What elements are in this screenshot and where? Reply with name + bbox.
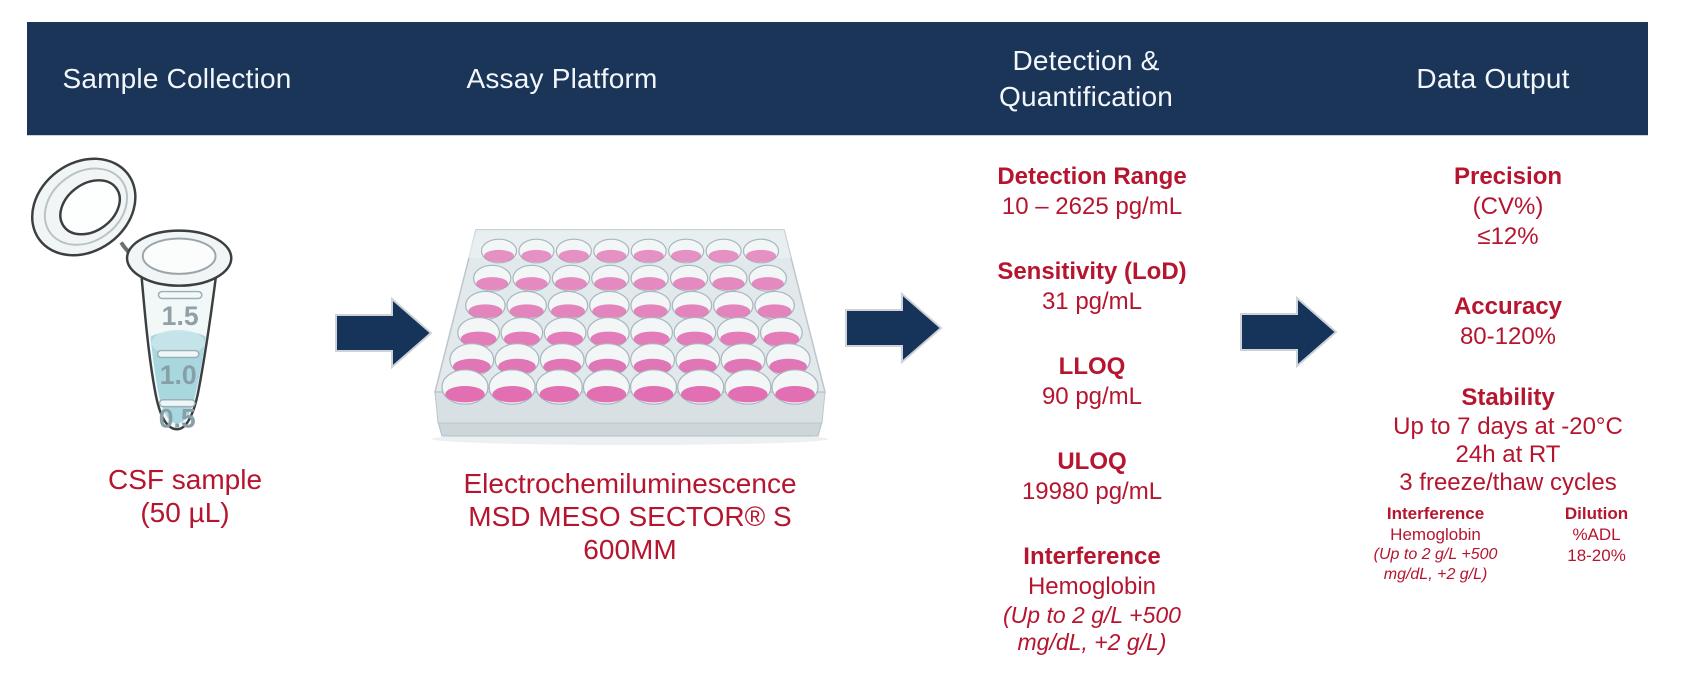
header-detection-quantification: Detection & Quantification	[998, 44, 1173, 112]
stat-label: LLOQ	[1058, 353, 1126, 380]
stat-label: Sensitivity (LoD)	[997, 258, 1187, 285]
stat-label: Interference	[1386, 504, 1485, 523]
platform-caption: Electrochemiluminescence MSD MESO SECTOR…	[463, 467, 796, 566]
arrow-3-icon	[1240, 296, 1338, 368]
stat-value: 3 freeze/thaw cycles	[1399, 469, 1617, 496]
arrow-2-icon	[845, 292, 943, 364]
header-sample-collection: Sample Collection	[62, 62, 292, 94]
tube-cap-icon	[30, 157, 137, 257]
stat-note-line1: (Up to 2 g/L +500	[1003, 602, 1181, 628]
stat-value: 18-20%	[1567, 546, 1626, 565]
tube-tick-1-5	[157, 290, 203, 300]
stat-dilution: Dilution %ADL 18-20%	[1524, 503, 1669, 585]
stat-value: 31 pg/mL	[1041, 288, 1143, 315]
stat-label: Interference	[1023, 543, 1161, 570]
stat-stability: Stability Up to 7 days at -20°C 24h at R…	[1347, 383, 1669, 497]
detection-quantification-panel: Detection Range 10 – 2625 pg/mL Sensitiv…	[942, 162, 1242, 677]
tube-tick-1-0	[156, 349, 200, 359]
stat-value: 10 – 2625 pg/mL	[1001, 193, 1183, 220]
stat-label: ULOQ	[1057, 448, 1127, 475]
stat-detection-range: Detection Range 10 – 2625 pg/mL	[942, 162, 1242, 222]
stat-value: Hemoglobin	[1390, 525, 1481, 544]
header-bar: Sample Collection Assay Platform Detecti…	[27, 22, 1648, 135]
plate-wells	[441, 238, 819, 405]
sample-caption: CSF sample (50 µL)	[108, 463, 262, 529]
stat-value: 24h at RT	[1455, 441, 1561, 468]
stat-sensitivity: Sensitivity (LoD) 31 pg/mL	[942, 257, 1242, 317]
stat-value: Hemoglobin	[1027, 573, 1157, 600]
stat-value: 19980 pg/mL	[1021, 478, 1163, 505]
stat-value: 80-120%	[1459, 323, 1557, 350]
stat-uloq: ULOQ 19980 pg/mL	[942, 447, 1242, 507]
platform-caption-line2: MSD MESO SECTOR® S	[468, 501, 792, 532]
stat-value: 90 pg/mL	[1041, 383, 1143, 410]
data-output-subrow: Interference Hemoglobin (Up to 2 g/L +50…	[1347, 503, 1669, 585]
stat-lloq: LLOQ 90 pg/mL	[942, 352, 1242, 412]
stat-note-line2: mg/dL, +2 g/L)	[1383, 566, 1488, 583]
arrow-1-icon	[335, 297, 433, 369]
stat-value: %ADL	[1572, 525, 1621, 544]
stat-accuracy: Accuracy 80-120%	[1347, 292, 1669, 352]
stat-interference: Interference Hemoglobin (Up to 2 g/L +50…	[942, 542, 1242, 656]
stat-note-line1: (Up to 2 g/L +500	[1373, 546, 1498, 563]
tube-grad-1-0: 1.0	[160, 360, 197, 390]
csf-tube-illustration: 1.5 1.0 0.5	[30, 157, 233, 433]
tube-tick-0-5	[158, 398, 196, 408]
platform-caption-line3: 600MM	[583, 534, 677, 565]
tube-rim-inner	[141, 237, 217, 275]
platform-caption-line1: Electrochemiluminescence	[463, 468, 797, 499]
header-data-output: Data Output	[1416, 62, 1570, 94]
stat-value: (CV%)	[1472, 193, 1544, 220]
stat-label: Dilution	[1564, 504, 1629, 523]
stat-precision: Precision (CV%) ≤12%	[1347, 162, 1669, 252]
tube-liquid-surface	[151, 329, 205, 356]
stat-label: Detection Range	[997, 163, 1187, 190]
stat-note-line2: mg/dL, +2 g/L)	[1017, 629, 1167, 655]
stat-value: Up to 7 days at -20°C	[1393, 413, 1623, 440]
tube-grad-1-5: 1.5	[162, 301, 199, 331]
sample-caption-line2: (50 µL)	[140, 497, 230, 528]
stat-label: Accuracy	[1453, 293, 1563, 320]
data-output-panel: Precision (CV%) ≤12% Accuracy 80-120% St…	[1347, 162, 1669, 585]
header-assay-platform: Assay Platform	[466, 62, 658, 94]
stat-interference-small: Interference Hemoglobin (Up to 2 g/L +50…	[1347, 503, 1524, 585]
stat-value: ≤12%	[1477, 223, 1539, 250]
sample-caption-line1: CSF sample	[107, 464, 263, 495]
microplate-illustration	[432, 229, 828, 445]
tube-grad-0-5: 0.5	[159, 403, 196, 433]
plate-base	[437, 421, 823, 437]
stat-label: Precision	[1453, 163, 1563, 190]
stat-label: Stability	[1461, 384, 1555, 411]
